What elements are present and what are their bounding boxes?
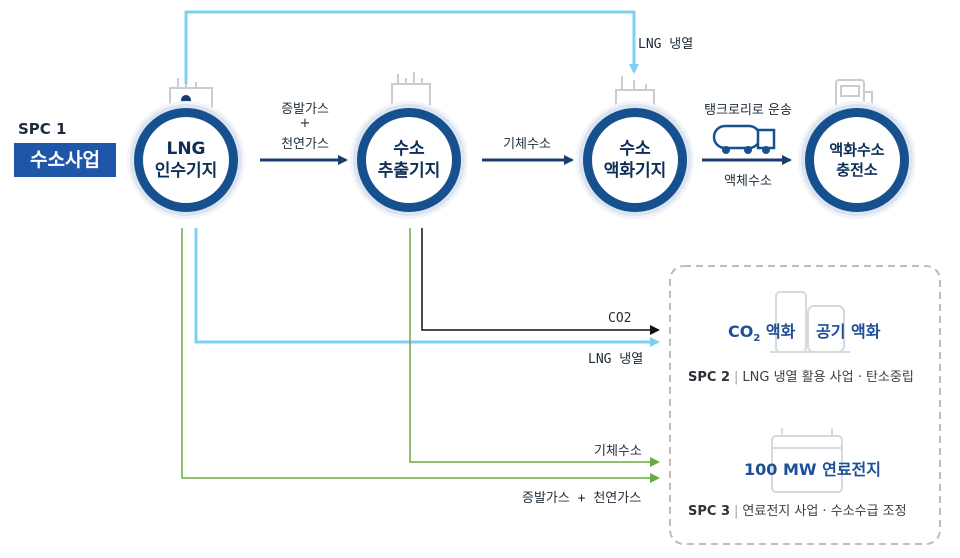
spc-panel	[669, 265, 941, 545]
spc3-title: 100 MW 연료전지	[744, 460, 881, 479]
lng-cold-top-line	[184, 10, 639, 84]
flow-label-natural-gas: 천연가스	[281, 137, 329, 152]
spc2-description-row: SPC 2|LNG 냉열 활용 사업 · 탄소중립	[688, 366, 914, 385]
flow-label-lng-cold-top: LNG 냉열	[638, 37, 694, 52]
output-label-hydrogen-gas: 기체수소	[594, 444, 642, 459]
node-extract-line1: 수소	[393, 139, 425, 159]
node-lng-line1: LNG	[166, 139, 206, 159]
node-liquefy-line1: 수소	[619, 139, 651, 159]
node-liquefy-line2: 액화기지	[603, 161, 667, 181]
spc1-label: SPC 1	[18, 120, 67, 138]
node-charging-station: 액화수소 충전소	[805, 108, 909, 212]
spc3-separator: |	[734, 504, 739, 519]
spc2-label: SPC 2	[688, 370, 731, 385]
node-lng-line2: 인수기지	[154, 161, 218, 181]
spc3-label: SPC 3	[688, 504, 731, 519]
spc2-separator: |	[734, 370, 739, 385]
extraction-plant-icon	[391, 72, 431, 111]
node-station-line2: 충전소	[836, 161, 878, 179]
boiloff-line	[181, 228, 660, 483]
liquefaction-plant-icon	[615, 76, 655, 111]
spc1-title: 수소사업	[14, 143, 116, 177]
node-lng-terminal: LNG 인수기지	[134, 108, 238, 212]
spc2-description: LNG 냉열 활용 사업 · 탄소중립	[742, 370, 914, 385]
co2-line	[421, 228, 660, 335]
node-station-line1: 액화수소	[829, 141, 885, 159]
tank-lorry-icon	[712, 124, 776, 154]
output-label-co2: CO2	[608, 311, 632, 326]
flow-label-boiloff: 증발가스	[281, 102, 329, 117]
lng-cold-bottom-line	[194, 228, 660, 347]
spc2-title-air: 공기 액화	[816, 322, 881, 341]
spc2-co2-text: CO	[728, 322, 754, 341]
output-label-lng-cold: LNG 냉열	[588, 352, 644, 367]
node-extraction-base: 수소 추출기지	[357, 108, 461, 212]
lng-terminal-icon	[169, 78, 213, 111]
spc2-co2-subscript: 2	[753, 333, 761, 345]
hydrogen-gas-line	[409, 228, 660, 467]
fuel-cell-icon	[771, 428, 843, 493]
spc3-description: 연료전지 사업 · 수소수급 조정	[742, 504, 907, 519]
spc3-description-row: SPC 3|연료전지 사업 · 수소수급 조정	[688, 500, 907, 519]
flow-label-tank-lorry: 탱크로리로 운송	[704, 103, 792, 118]
spc2-title-co2: CO2 액화	[728, 318, 795, 344]
flow-label-plus: +	[299, 116, 311, 131]
node-liquefaction-base: 수소 액화기지	[583, 108, 687, 212]
output-label-boiloff-natural: 증발가스 + 천연가스	[522, 491, 642, 506]
flow-label-hydrogen-gas: 기체수소	[503, 137, 551, 152]
spc2-co2-suffix: 액화	[760, 322, 796, 341]
tank-facility-icon	[770, 291, 850, 353]
flow-label-liquid-hydrogen: 액체수소	[724, 174, 772, 189]
node-extract-line2: 추출기지	[377, 161, 441, 181]
